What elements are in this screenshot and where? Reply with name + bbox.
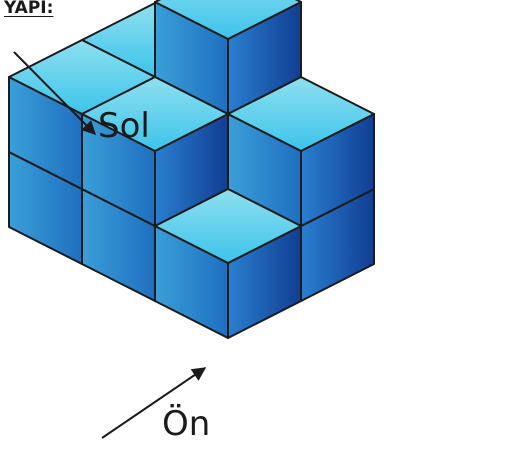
cube-face-top <box>81 76 229 152</box>
arrow-front-view <box>101 367 207 439</box>
cube-face-top <box>227 76 375 152</box>
cube-face-top <box>154 188 302 264</box>
left-view-label: Sol <box>98 106 150 146</box>
cubes-group <box>8 0 375 339</box>
cube-face-top <box>154 0 302 40</box>
arrow-left-view <box>13 51 96 135</box>
front-view-label: Ön <box>162 404 211 444</box>
page-title: YAPI: <box>4 0 54 18</box>
